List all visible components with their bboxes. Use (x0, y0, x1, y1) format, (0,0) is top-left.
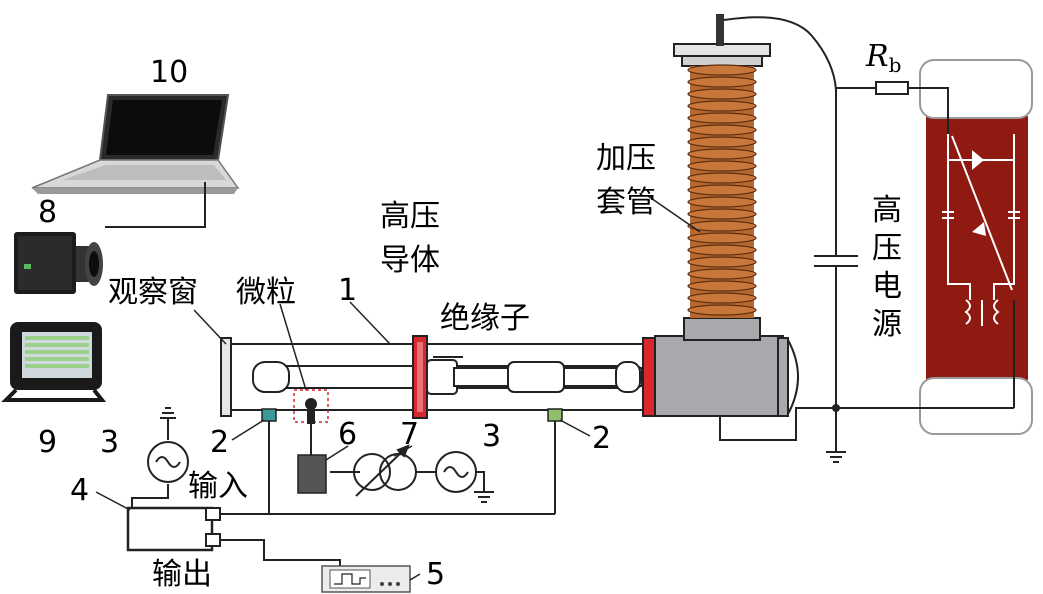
label-bushing-2: 套管 (596, 185, 656, 220)
bushing-shed (687, 88, 757, 100)
gis-tank (654, 317, 838, 441)
label-6: 6 (338, 417, 357, 452)
label-3-right: 3 (482, 419, 501, 454)
label-hv-conductor-2: 导体 (380, 243, 440, 278)
label-4: 4 (70, 473, 89, 508)
leader-lines (95, 195, 701, 581)
gis-tube (220, 335, 656, 419)
variable-transformer-icon (353, 444, 417, 497)
bushing-shed (687, 292, 757, 304)
camera-icon (14, 232, 103, 294)
bushing-shed (687, 208, 757, 220)
label-hv-source-1: 高 (872, 193, 902, 228)
bushing-shed (687, 148, 757, 160)
bushing-shed (687, 256, 757, 268)
bushing-shed (687, 268, 757, 280)
bushing-shed (687, 220, 757, 232)
ground-icon-top (160, 407, 176, 419)
lv-circuit (131, 418, 556, 566)
label-10: 10 (150, 55, 188, 90)
resistor-rb (875, 81, 909, 95)
ground-node (832, 404, 840, 412)
electrode-block (297, 454, 327, 494)
label-hv-source-3: 电 (872, 269, 902, 304)
label-9: 9 (38, 425, 57, 460)
label-8: 8 (38, 195, 57, 230)
label-7: 7 (400, 417, 419, 452)
bushing-shed (687, 64, 757, 76)
bushing-shed (687, 304, 757, 316)
particle-icon (305, 398, 317, 424)
laptop-icon (31, 94, 240, 194)
label-observation-window: 观察窗 (108, 275, 198, 310)
label-2-left: 2 (210, 425, 229, 460)
label-input: 输入 (188, 469, 248, 504)
bushing-shed (687, 232, 757, 244)
detector-box (126, 506, 221, 552)
bushing-shed (687, 172, 757, 184)
particle-box (293, 389, 329, 423)
bushing-shed (687, 196, 757, 208)
label-hv-source-2: 压 (872, 231, 902, 266)
led-light-icon (1, 322, 107, 402)
label-rb: Rb (865, 39, 901, 77)
ground-icon-right (474, 491, 494, 503)
uhf-sensor-left (261, 408, 277, 422)
oscilloscope-icon (321, 565, 411, 593)
label-output: 输出 (152, 557, 212, 592)
bushing-shed (687, 136, 757, 148)
uhf-sensor-right (547, 408, 563, 422)
label-insulator: 绝缘子 (440, 301, 530, 336)
hv-wiring (814, 87, 1015, 452)
label-3-left: 3 (100, 425, 119, 460)
label-bushing-1: 加压 (596, 141, 656, 176)
ground-icon (826, 451, 846, 463)
ac-source-right-icon (435, 451, 477, 493)
bushing-shed (687, 280, 757, 292)
ac-source-left-icon (147, 441, 189, 483)
label-1: 1 (338, 273, 357, 308)
label-hv-conductor-1: 高压 (380, 199, 440, 234)
bushing-sheds (687, 64, 757, 316)
laptop-cable (105, 182, 206, 228)
label-5: 5 (426, 557, 445, 592)
label-2-right: 2 (592, 421, 611, 456)
bushing-shed (687, 112, 757, 124)
bushing-shed (687, 160, 757, 172)
label-particle: 微粒 (236, 275, 296, 310)
hv-source (919, 59, 1033, 435)
bushing-shed (687, 76, 757, 88)
bushing-shed (687, 100, 757, 112)
bushing (673, 14, 837, 318)
bushing-shed (687, 244, 757, 256)
bushing-shed (687, 124, 757, 136)
label-hv-source-4: 源 (872, 307, 902, 342)
bushing-shed (687, 184, 757, 196)
